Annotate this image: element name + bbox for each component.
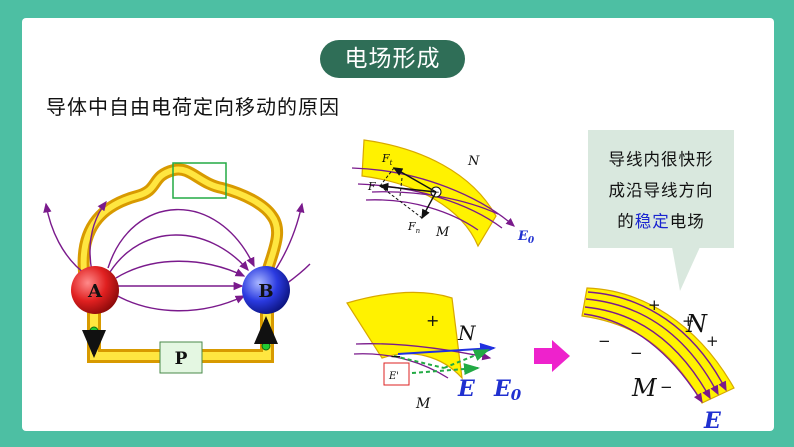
- callout-line-1: 导线内很快形: [608, 150, 714, 169]
- bottom-wire-diagram: E' + − N M E E0: [346, 291, 522, 412]
- label-m-bottom: M: [415, 396, 431, 412]
- label-f: F: [367, 180, 376, 193]
- plus-right-3: +: [706, 332, 719, 350]
- label-n-top: N: [467, 154, 480, 169]
- e-prime-box: [383, 362, 410, 386]
- label-e0-bottom: E0: [493, 376, 522, 404]
- slide-subtitle: 导体中自由电荷定向移动的原因: [46, 95, 340, 119]
- label-e-prime: E': [388, 371, 399, 382]
- callout-line-3: 的稳定电场: [588, 206, 734, 237]
- callout-line-3-post: 电场: [669, 212, 705, 231]
- plus-bottom: +: [426, 311, 439, 330]
- highlight-box: [172, 162, 227, 199]
- right-wire-diagram: + + + − − − N M E: [581, 287, 735, 431]
- label-n-bottom: N: [457, 321, 477, 345]
- sphere-a: [71, 266, 119, 314]
- minus-bottom: −: [390, 349, 402, 365]
- label-m-right: M: [631, 374, 658, 402]
- minus-right-2: −: [630, 344, 643, 362]
- wavy-wire: [77, 163, 284, 282]
- pump-box: [159, 341, 203, 374]
- sphere-b: [242, 266, 290, 314]
- sphere-b-label: B: [258, 281, 273, 302]
- curved-wire-bottom: [346, 291, 463, 380]
- callout-highlight: 稳定: [634, 212, 670, 231]
- charge-marker-right: [261, 341, 271, 351]
- plus-right-1: +: [648, 296, 661, 314]
- label-m-top: M: [435, 225, 450, 240]
- label-ft: Ft: [381, 152, 393, 167]
- callout-tail: [672, 247, 700, 291]
- slide-title: 电场形成: [320, 40, 465, 78]
- label-fn: Fn: [407, 220, 421, 235]
- curved-wire-right: [581, 287, 735, 404]
- label-e-bottom: E: [457, 376, 476, 402]
- pump-label: P: [175, 349, 188, 369]
- physics-diagram: A B P −: [43, 139, 735, 431]
- label-e-right: E: [703, 408, 722, 431]
- callout-line-3-pre: 的: [617, 212, 635, 231]
- charge-marker-left: [89, 326, 99, 336]
- callout-line-2: 成沿导线方向: [608, 181, 714, 200]
- top-wire-diagram: − Ft F Fn N M E0: [351, 139, 535, 248]
- callout-text: 导线内很快形 成沿导线方向 的稳定电场: [588, 144, 734, 237]
- label-n-right: N: [685, 310, 708, 338]
- minus-right-3: −: [660, 378, 673, 396]
- callout-box: 导线内很快形 成沿导线方向 的稳定电场: [588, 130, 734, 248]
- minus-right-1: −: [598, 332, 611, 350]
- plus-right-2: +: [682, 312, 695, 330]
- transition-arrow-icon: [534, 340, 570, 372]
- sphere-a-label: A: [87, 281, 103, 302]
- left-circuit: A B P: [43, 162, 311, 374]
- slide-panel: 电场形成 导体中自由电荷定向移动的原因: [22, 18, 774, 431]
- label-e0-top: E0: [517, 229, 535, 246]
- curved-wire-top: [361, 139, 497, 248]
